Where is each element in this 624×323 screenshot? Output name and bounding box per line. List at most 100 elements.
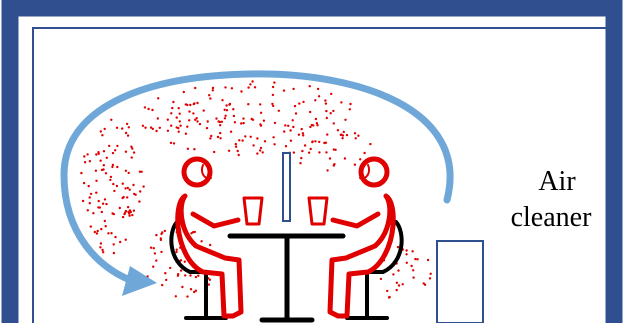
aerosol-particle (178, 107, 180, 109)
aerosol-particle (104, 220, 106, 222)
aerosol-particle (196, 120, 198, 122)
aerosol-particle (114, 236, 116, 238)
aerosol-particle (318, 141, 320, 143)
aerosol-particle (235, 146, 237, 148)
aerosol-particle (106, 157, 108, 159)
aerosol-particle (155, 130, 157, 132)
aerosol-particle (224, 86, 226, 88)
aerosol-particle (285, 145, 287, 147)
aerosol-particle (287, 125, 289, 127)
aerosol-particle (209, 97, 211, 99)
aerosol-particle (219, 137, 221, 139)
aerosol-particle (210, 135, 212, 137)
aerosol-particle (184, 274, 186, 276)
aerosol-particle (185, 103, 187, 105)
aerosol-particle (386, 290, 388, 292)
head (361, 159, 387, 185)
aerosol-particle (354, 164, 356, 166)
aerosol-particle (264, 140, 266, 142)
aerosol-particle (242, 122, 244, 124)
aerosol-particle (310, 148, 312, 150)
aerosol-particle (169, 267, 171, 269)
aerosol-particle (274, 122, 276, 124)
aerosol-particle (144, 127, 146, 129)
aerosol-particle (161, 284, 163, 286)
aerosol-particle (142, 185, 144, 187)
aerosol-particle (164, 230, 166, 232)
aerosol-particle (290, 140, 292, 142)
aerosol-particle (87, 209, 89, 211)
aerosol-particle (330, 112, 332, 114)
aerosol-particle (125, 239, 127, 241)
aerosol-particle (283, 130, 285, 132)
aerosol-particle (402, 283, 404, 285)
aerosol-particle (340, 133, 342, 135)
aerosol-particle (190, 232, 192, 234)
aerosol-particle (153, 247, 155, 249)
aerosol-particle (170, 125, 172, 127)
aerosol-particle (127, 206, 129, 208)
aerosol-particle (160, 233, 162, 235)
aerosol-particle (102, 168, 104, 170)
aerosol-particle (219, 124, 221, 126)
aerosol-particle (178, 131, 180, 133)
aerosol-particle (219, 121, 221, 123)
aerosol-particle (397, 246, 399, 248)
aerosol-particle (188, 110, 190, 112)
aerosol-particle (179, 113, 181, 115)
aerosol-particle (309, 85, 311, 87)
aerosol-particle (160, 251, 162, 253)
aerosol-particle (97, 230, 99, 232)
aerosol-particle (111, 166, 113, 168)
aerosol-particle (101, 134, 103, 136)
aerosol-particle (355, 137, 357, 139)
aerosol-particle (326, 133, 328, 135)
aerosol-particle (116, 127, 118, 129)
aerosol-particle (349, 108, 351, 110)
aerosol-particle (122, 216, 124, 218)
aerosol-particle (309, 111, 311, 113)
aerosol-particle (122, 196, 124, 198)
aerosol-particle (101, 249, 103, 251)
head (184, 159, 210, 185)
aerosol-particle (124, 187, 126, 189)
aerosol-particle (195, 276, 197, 278)
aerosol-particle (302, 132, 304, 134)
aerosol-particle (292, 126, 294, 128)
air-cleaner-label-line1: Air (538, 166, 576, 197)
aerosol-particle (171, 107, 173, 109)
aerosol-particle (185, 133, 187, 135)
aerosol-particle (405, 249, 407, 251)
aerosol-particle (369, 143, 371, 145)
aerosol-particle (99, 246, 101, 248)
aerosol-particle (196, 102, 198, 104)
aerosol-particle (317, 88, 319, 90)
aerosol-particle (249, 83, 251, 85)
aerosol-particle (110, 232, 112, 234)
aerosol-particle (346, 134, 348, 136)
aerosol-particle (247, 86, 249, 88)
aerosol-particle (189, 104, 191, 106)
aerosol-particle (316, 122, 318, 124)
aerosol-particle (94, 231, 96, 233)
aerosol-particle (359, 158, 361, 160)
aerosol-particle (273, 143, 275, 145)
aerosol-particle (88, 185, 90, 187)
aerosol-particle (152, 266, 154, 268)
aerosol-particle (294, 105, 296, 107)
aerosol-particle (195, 290, 197, 292)
aerosol-particle (199, 123, 201, 125)
aerosol-particle (102, 251, 104, 253)
aerosol-particle (244, 135, 246, 137)
aerosol-particle (213, 151, 215, 153)
aerosol-particle (233, 115, 235, 117)
aerosol-particle (272, 86, 274, 88)
aerosol-particle (254, 86, 256, 88)
cup (244, 198, 262, 224)
aerosol-particle (170, 142, 172, 144)
aerosol-particle (224, 115, 226, 117)
aerosol-particle (412, 269, 414, 271)
aerosol-particle (344, 119, 346, 121)
aerosol-particle (89, 196, 91, 198)
aerosol-particle (126, 123, 128, 125)
